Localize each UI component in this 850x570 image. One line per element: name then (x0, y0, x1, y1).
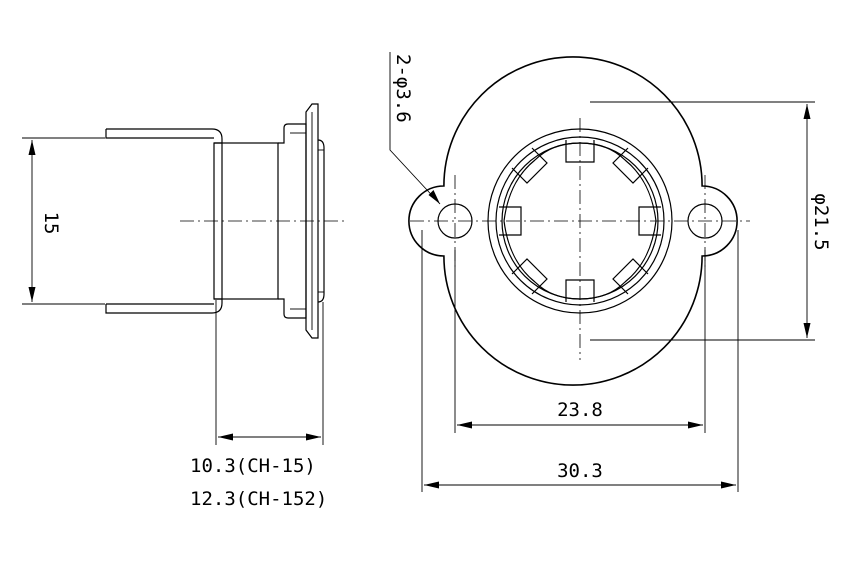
side-view: 15 10.3(CH-15) 12.3(CH-152) (22, 103, 345, 510)
hole-callout-leader (389, 52, 441, 205)
top-terminal-tab (105, 128, 223, 144)
side-flange (305, 103, 319, 339)
front-view: 2-φ3.6 φ21.5 23.8 30.3 (389, 52, 832, 492)
dim-side-height-label: 15 (40, 212, 62, 235)
dim-depth-ch152-label: 12.3(CH-152) (190, 488, 327, 510)
hole-callout-label: 2-φ3.6 (392, 54, 414, 123)
dim-body-diameter-label: φ21.5 (810, 193, 832, 250)
dim-depth-ch15-label: 10.3(CH-15) (190, 455, 316, 477)
front-inner-lobes (503, 142, 657, 300)
bottom-terminal-tab (105, 298, 223, 314)
front-flange-outline (408, 56, 738, 386)
dim-overall-width-label: 30.3 (557, 460, 603, 482)
dim-hole-pitch-label: 23.8 (557, 399, 603, 421)
